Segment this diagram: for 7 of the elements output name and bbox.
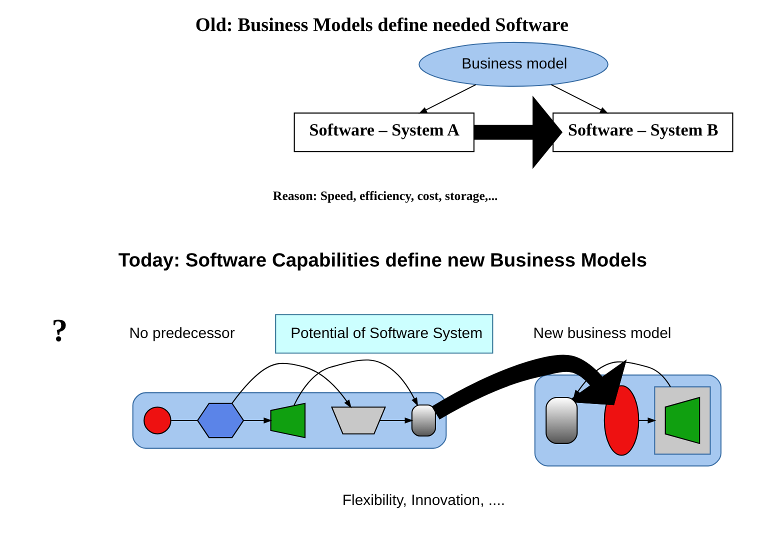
diagram-title: Old: Business Models define needed Software	[195, 15, 569, 36]
label: No predecessor	[129, 324, 235, 342]
label: New business model	[533, 324, 672, 342]
label: Reason: Speed, efficiency, cost, storage,...	[272, 188, 498, 203]
label: ?	[52, 312, 68, 348]
label: Today: Software Capabilities define new Business Models	[118, 250, 648, 272]
label: Flexibility, Innovation, ....	[342, 492, 506, 510]
